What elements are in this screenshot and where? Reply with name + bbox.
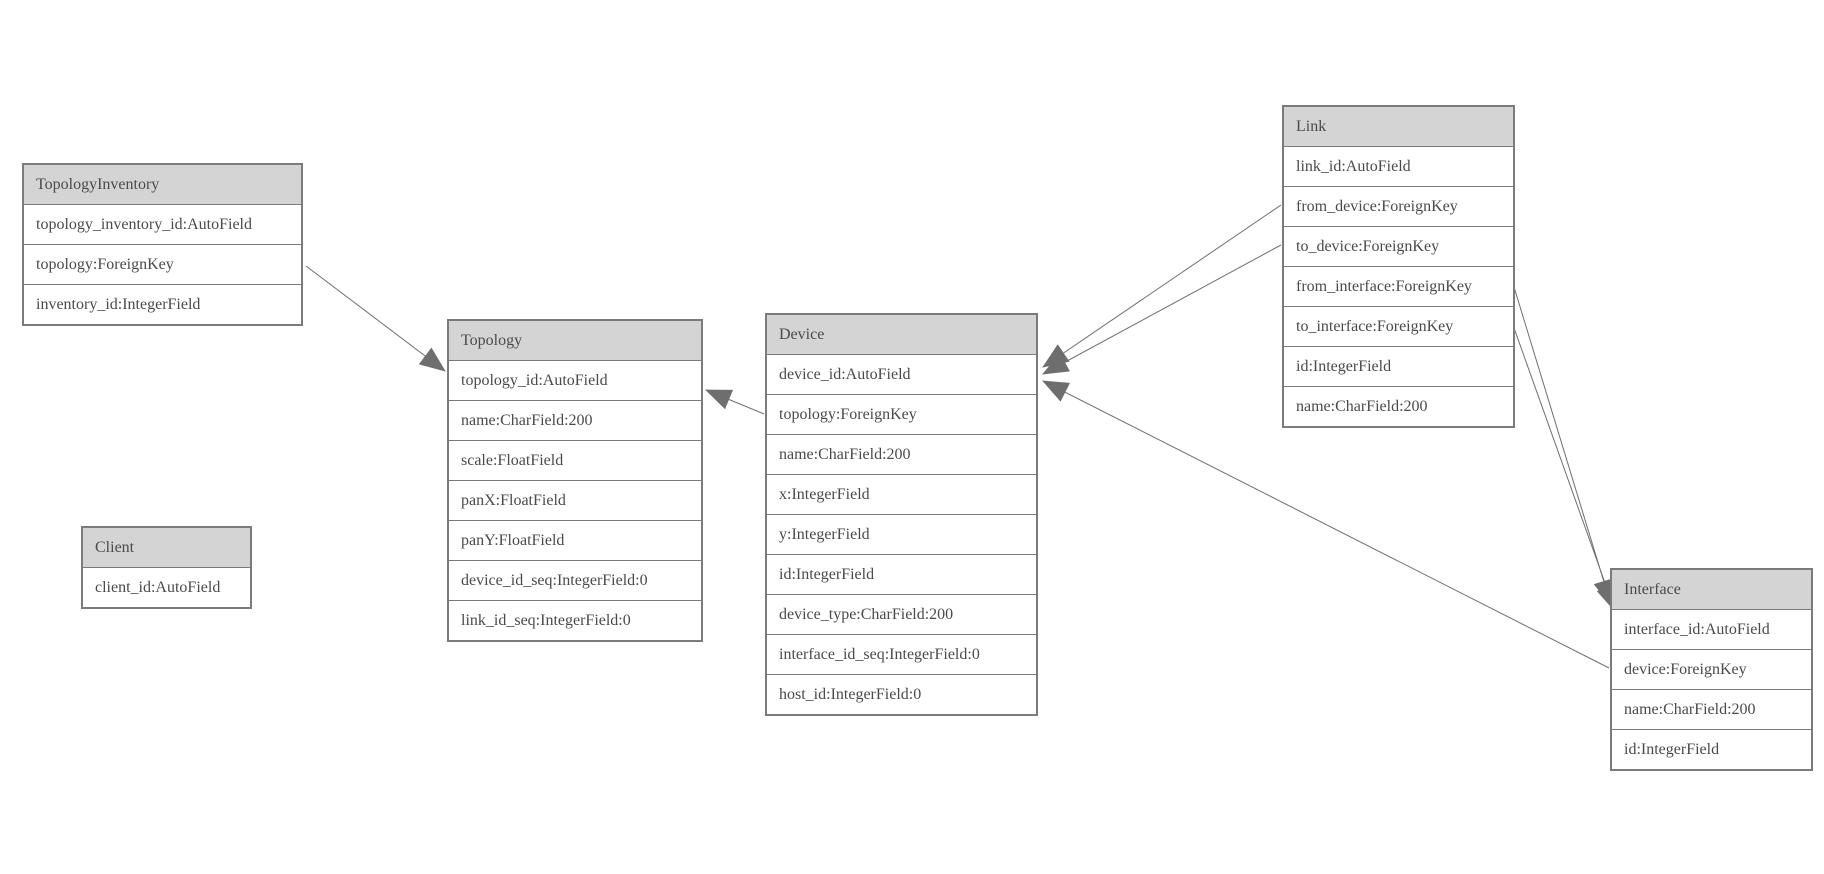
entity-field-row: name:CharField:200 [767, 435, 1036, 475]
entity-field-row: from_interface:ForeignKey [1284, 267, 1513, 307]
edge-link-from_device-to-device [1042, 204, 1282, 368]
entity-field-row: name:CharField:200 [449, 401, 701, 441]
entity-field-row: inventory_id:IntegerField [24, 285, 301, 324]
entity-field-row: name:CharField:200 [1284, 387, 1513, 426]
entity-field-row: topology:ForeignKey [767, 395, 1036, 435]
entity-field-row: link_id:AutoField [1284, 147, 1513, 187]
entity-field-row: x:IntegerField [767, 475, 1036, 515]
entity-field-row: from_device:ForeignKey [1284, 187, 1513, 227]
entity-field-row: interface_id:AutoField [1612, 610, 1811, 650]
entity-field-row: panY:FloatField [449, 521, 701, 561]
entity-title: Link [1284, 107, 1513, 147]
entity-field-row: client_id:AutoField [83, 568, 250, 607]
entity-title: Device [767, 315, 1036, 355]
entity-field-row: topology_inventory_id:AutoField [24, 205, 301, 245]
entity-field-row: device_id:AutoField [767, 355, 1036, 395]
entity-field-row: id:IntegerField [767, 555, 1036, 595]
edge-device-topology-to-topology [705, 389, 765, 415]
entity-field-row: topology_id:AutoField [449, 361, 701, 401]
entity-field-row: host_id:IntegerField:0 [767, 675, 1036, 714]
entity-field-row: device:ForeignKey [1612, 650, 1811, 690]
edge-topologyinventory-topology-to-topology [305, 265, 446, 372]
entity-field-row: to_device:ForeignKey [1284, 227, 1513, 267]
edge-interface-device-to-device [1042, 380, 1610, 669]
entity-field-row: id:IntegerField [1612, 730, 1811, 769]
entity-field-row: y:IntegerField [767, 515, 1036, 555]
entity-field-row: device_id_seq:IntegerField:0 [449, 561, 701, 601]
entity-title: Client [83, 528, 250, 568]
entity-title: Interface [1612, 570, 1811, 610]
entity-field-row: interface_id_seq:IntegerField:0 [767, 635, 1036, 675]
edge-link-from_interface-to-interface [1513, 286, 1614, 606]
entity-title: TopologyInventory [24, 165, 301, 205]
entity-field-row: scale:FloatField [449, 441, 701, 481]
entity-field-row: name:CharField:200 [1612, 690, 1811, 730]
entity-field-row: device_type:CharField:200 [767, 595, 1036, 635]
entity-field-row: topology:ForeignKey [24, 245, 301, 285]
entity-field-row: link_id_seq:IntegerField:0 [449, 601, 701, 640]
entity-field-row: id:IntegerField [1284, 347, 1513, 387]
entity-field-row: to_interface:ForeignKey [1284, 307, 1513, 347]
entity-field-row: panX:FloatField [449, 481, 701, 521]
entity-title: Topology [449, 321, 701, 361]
edge-link-to_interface-to-interface [1513, 327, 1617, 612]
edge-link-to_device-to-device [1042, 244, 1282, 375]
